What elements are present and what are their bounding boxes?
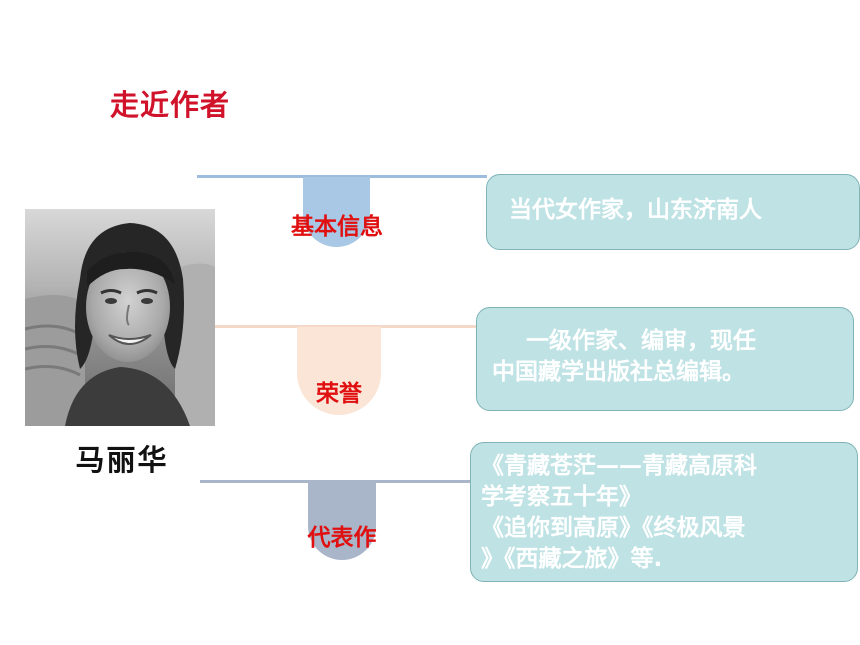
section-divider	[200, 480, 472, 483]
info-line: 学考察五十年》	[481, 484, 642, 510]
section-label-honors: 荣誉	[316, 381, 362, 407]
info-box-works: 《青藏苍茫——青藏高原科 学考察五十年》 《追你到高原》《终极风景 》《西藏之旅…	[470, 442, 858, 582]
info-line: 《追你到高原》《终极风景	[481, 515, 746, 541]
info-box-basic-info: 当代女作家，山东济南人	[486, 174, 860, 250]
info-line: 中国藏学出版社总编辑。	[492, 359, 745, 385]
section-tab-honors	[297, 327, 381, 415]
author-photo	[25, 209, 215, 426]
info-line: 》《西藏之旅》等.	[481, 546, 663, 572]
info-line: 《青藏苍茫——青藏高原科	[481, 453, 757, 479]
section-tab-works	[308, 482, 376, 560]
author-name: 马丽华	[75, 443, 169, 477]
section-divider	[215, 325, 477, 328]
section-tab-basic-info	[303, 177, 370, 247]
section-label-works: 代表作	[307, 525, 377, 551]
section-divider	[197, 175, 487, 178]
info-line: 一级作家、编审，现任	[526, 328, 756, 354]
info-box-honors: 一级作家、编审，现任 中国藏学出版社总编辑。	[476, 307, 854, 411]
info-line: 当代女作家，山东济南人	[509, 197, 762, 223]
section-label-basic-info: 基本信息	[291, 214, 383, 240]
author-portrait-icon	[25, 209, 215, 426]
slide-title: 走近作者	[110, 88, 231, 122]
